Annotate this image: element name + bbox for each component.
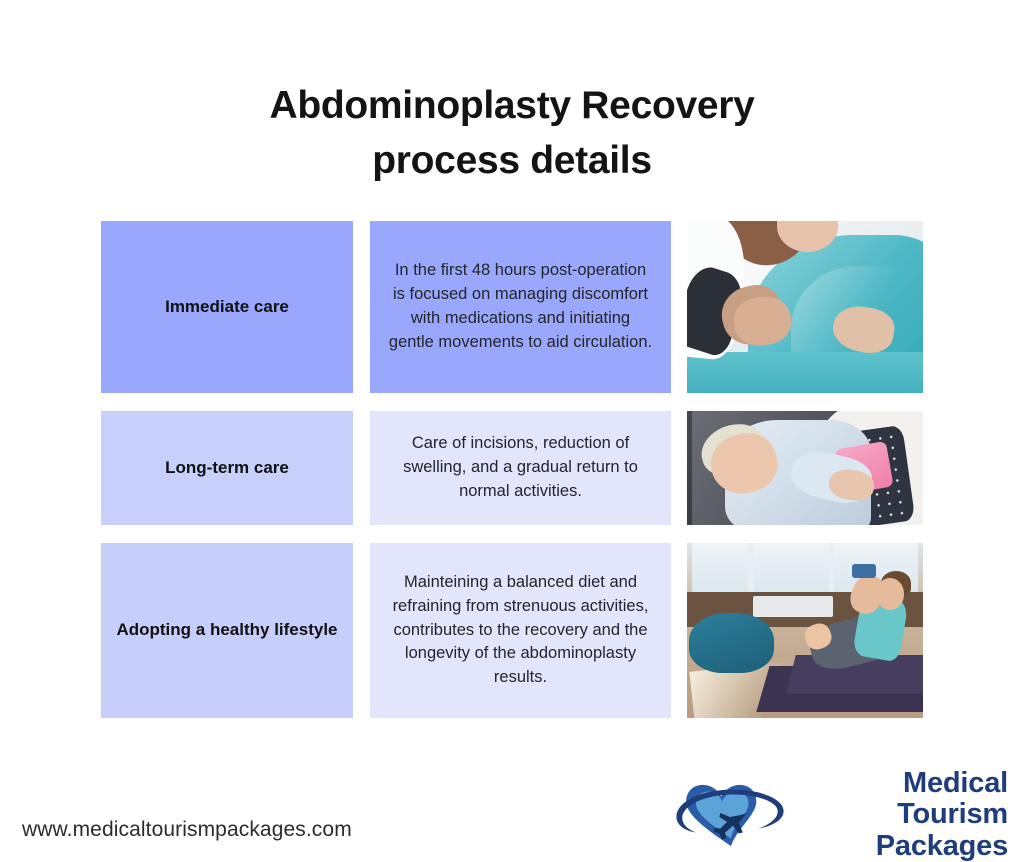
heart-airplane-logo-icon xyxy=(676,784,784,847)
resting-woman-illustration xyxy=(687,411,923,525)
table-row: Long-term care Care of incisions, reduct… xyxy=(101,411,923,525)
hospital-handholding-illustration xyxy=(687,221,923,393)
website-url: www.medicaltourismpackages.com xyxy=(22,818,352,841)
table-row: Adopting a healthy lifestyle Mainteining… xyxy=(101,543,923,718)
page-title: Abdominoplasty Recovery process details xyxy=(0,78,1024,189)
table-row: Immediate care In the first 48 hours pos… xyxy=(101,221,923,393)
row-description-long-term-care: Care of incisions, reduction of swelling… xyxy=(370,411,671,525)
home-workout-illustration xyxy=(687,543,923,718)
recovery-process-table: Immediate care In the first 48 hours pos… xyxy=(101,221,923,718)
brand-logo-line-1: Medical Tourism xyxy=(897,767,1008,831)
row-label-healthy-lifestyle: Adopting a healthy lifestyle xyxy=(101,543,353,718)
row-description-immediate-care: In the first 48 hours post-operation is … xyxy=(370,221,671,393)
row-label-text: Long-term care xyxy=(165,457,289,477)
brand-logo-line-2: Packages xyxy=(875,829,1008,862)
brand-logo: Medical Tourism Packages xyxy=(672,767,1008,861)
row-label-immediate-care: Immediate care xyxy=(101,221,353,393)
page-title-line-1: Abdominoplasty Recovery xyxy=(269,84,755,127)
row-image-healthy-lifestyle xyxy=(687,543,923,718)
row-label-text: Immediate care xyxy=(165,296,289,316)
row-description-text: Mainteining a balanced diet and refraini… xyxy=(392,572,649,687)
row-label-long-term-care: Long-term care xyxy=(101,411,353,525)
row-description-healthy-lifestyle: Mainteining a balanced diet and refraini… xyxy=(370,543,671,718)
row-description-text: Care of incisions, reduction of swelling… xyxy=(403,434,638,500)
brand-logo-text: Medical Tourism Packages xyxy=(796,767,1008,862)
row-label-text: Adopting a healthy lifestyle xyxy=(116,620,338,640)
page-title-line-2: process details xyxy=(372,139,652,183)
row-image-immediate-care xyxy=(687,221,923,393)
row-description-text: In the first 48 hours post-operation is … xyxy=(388,261,653,351)
row-image-long-term-care xyxy=(687,411,923,525)
